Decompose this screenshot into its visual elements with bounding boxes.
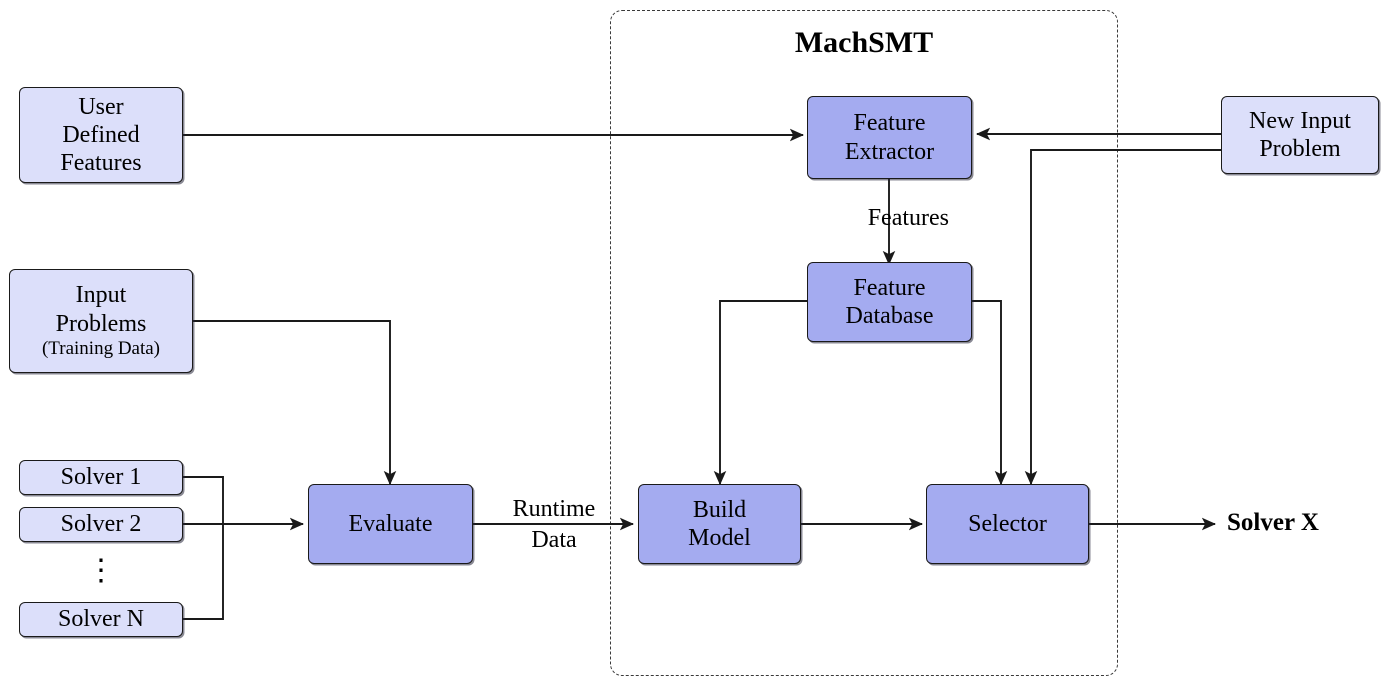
node-solver-1-label: Solver 1 xyxy=(60,464,142,491)
node-evaluate-label: Evaluate xyxy=(348,510,433,537)
solver-ellipsis: ⋮ xyxy=(86,554,116,587)
node-build-model[interactable]: Build Model xyxy=(638,484,801,564)
node-input-problems-line2: Problems xyxy=(55,310,147,337)
node-udf-line3: Features xyxy=(60,150,142,177)
node-solver-2-label: Solver 2 xyxy=(60,511,142,538)
node-input-problems-line3: (Training Data) xyxy=(41,338,161,360)
machsmt-region-title: MachSMT xyxy=(794,26,934,59)
edge-solverN-to-bus xyxy=(183,524,224,620)
node-new-input-problem-line1: New Input xyxy=(1249,107,1351,134)
edge-label-runtime: Runtime xyxy=(512,496,596,522)
node-new-input-problem-line2: Problem xyxy=(1259,136,1341,162)
edge-input-problems-to-evaluate xyxy=(193,320,397,486)
node-selector-label: Selector xyxy=(968,510,1047,537)
edge-label-features: Features xyxy=(867,205,949,231)
node-input-problems[interactable]: Input Problems (Training Data) xyxy=(9,269,193,373)
node-udf-line1: User xyxy=(78,93,124,120)
node-selector[interactable]: Selector xyxy=(926,484,1089,564)
node-build-model-line2: Model xyxy=(688,525,751,551)
edge-solver1-to-bus xyxy=(183,476,224,524)
node-feature-extractor[interactable]: Feature Extractor xyxy=(807,96,972,179)
node-input-problems-line1: Input xyxy=(75,282,127,309)
node-new-input-problem[interactable]: New Input Problem xyxy=(1221,96,1379,174)
node-build-model-line1: Build xyxy=(692,496,747,523)
node-feature-database[interactable]: Feature Database xyxy=(807,262,972,342)
node-solver-1[interactable]: Solver 1 xyxy=(19,460,183,495)
node-solver-2[interactable]: Solver 2 xyxy=(19,507,183,542)
edge-label-data: Data xyxy=(531,527,577,553)
node-feature-extractor-line1: Feature xyxy=(853,110,926,137)
node-solver-n-label: Solver N xyxy=(58,606,144,633)
node-evaluate[interactable]: Evaluate xyxy=(308,484,473,564)
node-feature-database-line1: Feature xyxy=(853,274,926,301)
node-feature-extractor-line2: Extractor xyxy=(844,138,935,165)
node-solver-n[interactable]: Solver N xyxy=(19,602,183,637)
output-solver-x: Solver X xyxy=(1227,509,1319,536)
node-udf-line2: Defined xyxy=(62,121,140,148)
node-feature-database-line2: Database xyxy=(845,303,934,329)
node-user-defined-features[interactable]: User Defined Features xyxy=(19,87,183,183)
